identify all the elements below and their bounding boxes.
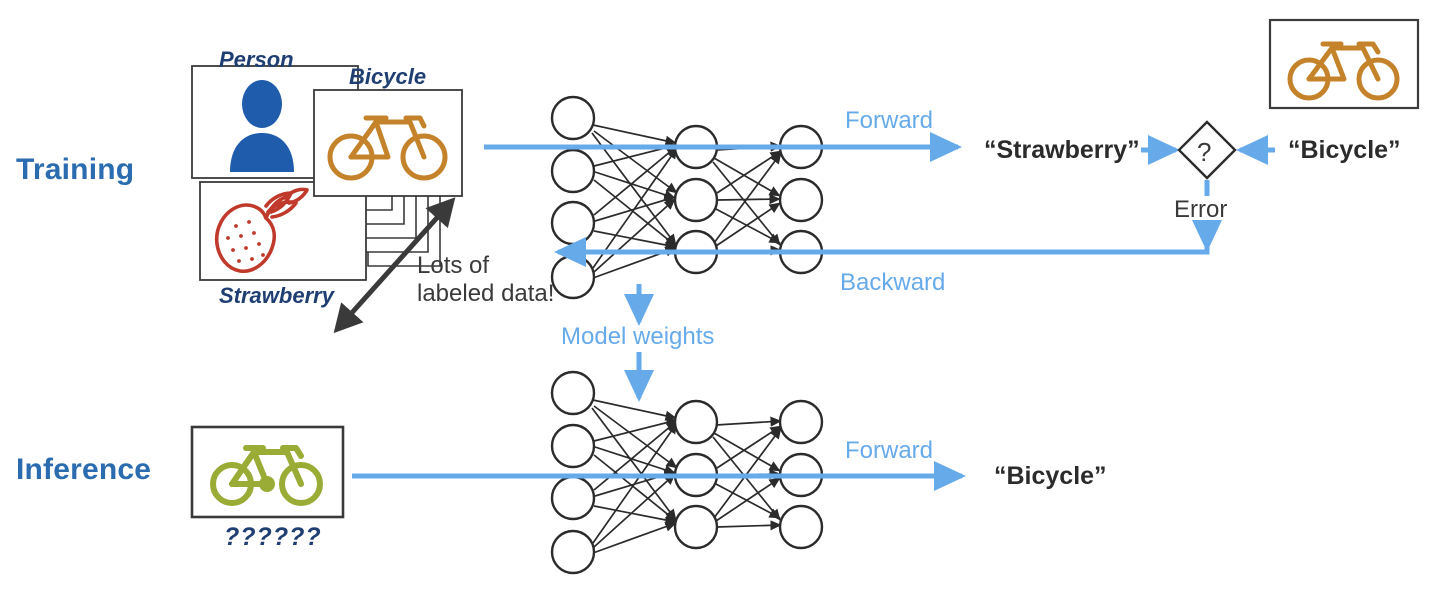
- card-label-bicycle: Bicycle: [349, 64, 427, 89]
- strawberry-icon: [214, 187, 309, 273]
- compare-question-mark: ?: [1197, 137, 1212, 167]
- card-label-person: Person: [219, 47, 294, 72]
- strawberry-seeds: [226, 220, 265, 263]
- inference-prediction-label: “Bicycle”: [994, 462, 1107, 490]
- ground-truth-image-box: [1268, 18, 1420, 110]
- inference-input-nodes: [550, 370, 596, 575]
- inference-hidden-nodes: [673, 399, 719, 550]
- training-network: [550, 95, 824, 300]
- training-card-bicycle: [313, 89, 463, 197]
- person-icon: [230, 80, 294, 172]
- inference-output-nodes: [778, 399, 824, 550]
- dataset-size-arrow: [333, 197, 456, 334]
- bicycle-icon: [210, 445, 323, 506]
- inference-edges-input-hidden: [591, 399, 678, 554]
- inference-stage-label: Inference: [16, 453, 152, 486]
- training-backward-label: Backward: [840, 269, 946, 296]
- training-input-nodes: [550, 95, 596, 300]
- card-label-strawberry: Strawberry: [219, 283, 334, 308]
- inference-network: [550, 370, 824, 575]
- training-prediction-label: “Strawberry”: [984, 136, 1140, 164]
- bicycle-icon: [1287, 41, 1400, 101]
- inference-input-image-box: [190, 425, 345, 519]
- inference-forward-label: Forward: [845, 437, 934, 464]
- bicycle-icon: [327, 115, 448, 181]
- training-forward-label: Forward: [845, 107, 934, 134]
- ground-truth-label: “Bicycle”: [1288, 136, 1401, 164]
- inference-input-label: ??????: [224, 523, 322, 551]
- error-label: Error: [1174, 196, 1228, 223]
- training-edges-hidden-output: [712, 141, 782, 256]
- training-stage-label: Training: [16, 153, 135, 186]
- model-weights-label: Model weights: [561, 323, 715, 350]
- dataset-size-note: Lots of labeled data!: [417, 252, 555, 307]
- compare-diamond: [1177, 120, 1237, 180]
